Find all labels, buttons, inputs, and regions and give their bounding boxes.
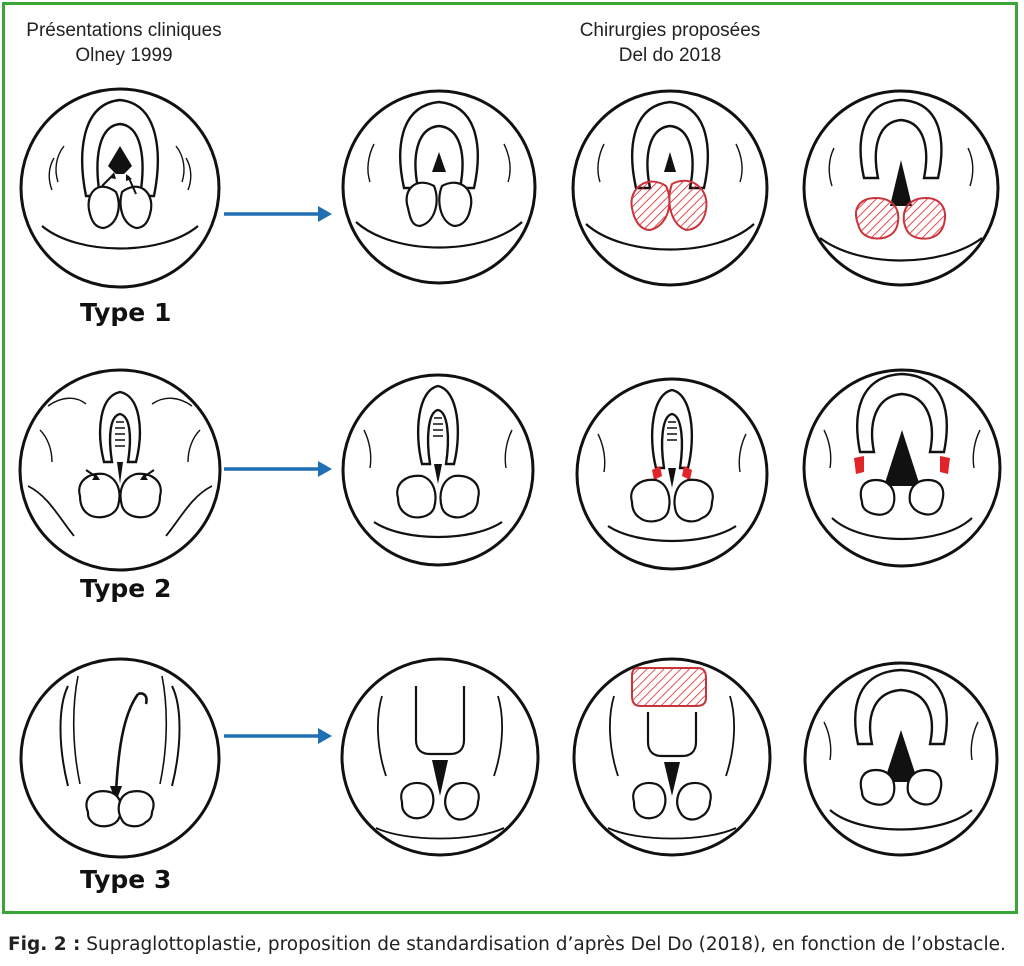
arrow-type-3 — [224, 728, 332, 744]
header-surgery-title: Chirurgies proposées — [579, 20, 761, 41]
header-clinical: Présentations cliniques Olney 1999 — [6, 18, 242, 68]
type-2-surgery-view-b — [575, 377, 769, 571]
arrow-type-2 — [224, 461, 332, 477]
type-1-surgery-view-c — [802, 89, 1000, 287]
figure-frame — [2, 2, 1018, 914]
header-surgery: Chirurgies proposées Del do 2018 — [540, 18, 800, 68]
header-clinical-title: Présentations cliniques — [26, 20, 222, 41]
type-3-surgery-view-a — [340, 657, 540, 857]
type-3-label: Type 3 — [80, 865, 172, 894]
type-2-surgery-view-c — [802, 368, 1002, 568]
type-2-label: Type 2 — [80, 574, 172, 603]
header-clinical-source: Olney 1999 — [75, 45, 173, 66]
type-1-label: Type 1 — [80, 298, 172, 327]
type-2-clinical-view — [18, 368, 222, 572]
type-3-surgery-view-b — [572, 657, 772, 857]
header-surgery-source: Del do 2018 — [618, 45, 722, 66]
type-3-surgery-view-c — [803, 661, 999, 857]
type-1-surgery-view-a — [341, 89, 537, 285]
type-1-surgery-view-b — [571, 89, 769, 287]
figure-caption-prefix: Fig. 2 : — [8, 934, 81, 955]
type-1-clinical-view — [19, 87, 221, 289]
type-3-clinical-view — [19, 657, 221, 859]
figure-caption: Fig. 2 : Supraglottoplastie, proposition… — [8, 934, 1006, 955]
arrow-type-1 — [224, 206, 332, 222]
figure-caption-text: Supraglottoplastie, proposition de stand… — [80, 934, 1006, 955]
type-2-surgery-view-a — [341, 373, 535, 567]
